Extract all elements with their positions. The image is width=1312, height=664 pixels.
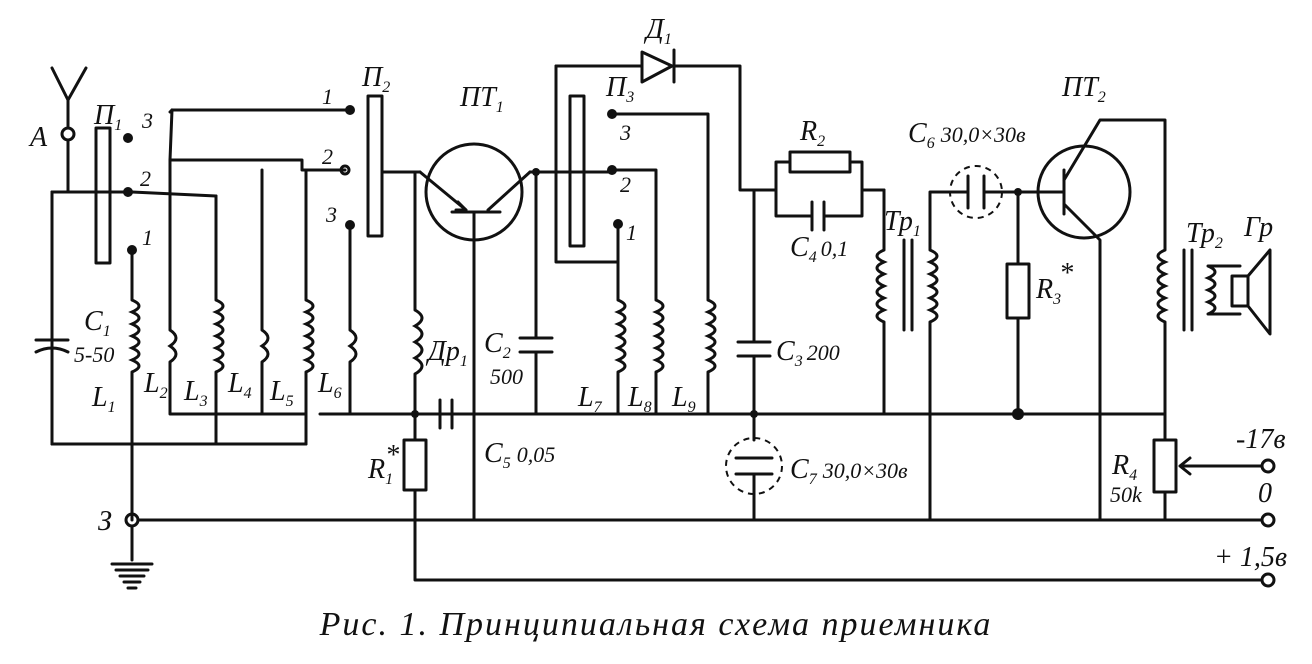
r4-label: R4 [1111, 450, 1137, 484]
pt2-label: ПТ2 [1061, 72, 1106, 106]
l1-label: L1 [91, 382, 116, 416]
capacitor-c3 [736, 188, 772, 442]
switch-p2 [168, 94, 384, 238]
antenna-label: A [28, 122, 48, 153]
capacitor-c4 [774, 188, 864, 232]
resistor-r1 [402, 438, 428, 522]
c1-label: C1 [84, 306, 111, 340]
p3-pos2: 2 [620, 172, 631, 197]
speaker-icon [1230, 248, 1272, 336]
capacitor-c6 [948, 165, 1042, 219]
p1-pos1: 1 [142, 225, 153, 250]
p1-label: П1 [93, 100, 122, 134]
junction-dot [411, 410, 419, 418]
c2-label: C2 [484, 328, 511, 362]
p3-pos1: 1 [626, 220, 637, 245]
transformer-tr1 [875, 188, 952, 522]
c2-value: 500 [490, 364, 523, 389]
tr2-label: Тр2 [1186, 218, 1223, 252]
l8-label: L8 [627, 382, 652, 416]
l5-label: L5 [269, 376, 294, 410]
p3-pos3: 3 [619, 120, 631, 145]
coil-l4 [259, 168, 270, 416]
junction-dot [532, 168, 540, 176]
ground-symbol [110, 518, 154, 590]
c1-value: 5-50 [74, 342, 114, 367]
l3-label: L3 [183, 376, 208, 410]
transistor-pt2 [1036, 118, 1167, 522]
r2-label: R2 [799, 116, 825, 150]
coil-l9 [704, 298, 717, 416]
p2-pos3: 3 [325, 202, 337, 227]
ground-rail [124, 512, 1276, 528]
capacitor-c5 [413, 398, 476, 430]
l4-label: L4 [227, 368, 252, 402]
coil-l6 [347, 223, 358, 416]
supply-zero-label: 0 [1258, 478, 1272, 509]
gr-label: Гр [1243, 212, 1273, 243]
r3-label: R3* [1035, 258, 1073, 308]
tr1-label: Тр1 [884, 206, 921, 240]
resistor-r4 [1152, 412, 1276, 522]
p2-label: П2 [361, 62, 390, 96]
supply-minus17-label: -17в [1236, 424, 1285, 455]
coil-l1 [128, 248, 141, 522]
r4-value: 50k [1110, 482, 1143, 507]
resistor-r3 [1005, 188, 1031, 420]
p1-pos3: 3 [141, 108, 153, 133]
capacitor-c1 [34, 190, 70, 446]
r1-label: R1* [367, 440, 399, 488]
capacitor-c2 [518, 170, 554, 416]
junction-dot [750, 410, 758, 418]
l7-label: L7 [577, 382, 603, 416]
figure-caption: Рис. 1. Принципиальная схема приемника [319, 606, 993, 643]
l6-label: L6 [317, 368, 342, 402]
diode-d1 [640, 48, 772, 192]
coil-l3 [212, 194, 225, 446]
ground-terminal-label: З [98, 506, 112, 537]
wire-p1-l3 [130, 190, 218, 198]
choke-dr1 [411, 170, 424, 442]
receiver-schematic: A З П1 3 2 1 П2 1 2 3 [28, 14, 1287, 590]
pt1-label: ПТ1 [459, 82, 504, 116]
dr1-label: Др1 [425, 336, 468, 370]
signal-ground-rail [50, 190, 1167, 446]
coil-l5 [302, 168, 315, 446]
coil-l8 [652, 298, 665, 416]
switch-p1 [66, 126, 137, 265]
transformer-tr2 [1156, 248, 1242, 416]
p2-pos1: 1 [322, 84, 333, 109]
p1-pos2: 2 [140, 166, 151, 191]
capacitor-c7 [725, 437, 783, 522]
p3-label: П3 [605, 72, 634, 106]
supply-plus15-label: + 1,5в [1214, 542, 1287, 573]
resistor-r2 [768, 150, 886, 192]
p2-pos2: 2 [322, 144, 333, 169]
l9-label: L9 [671, 382, 696, 416]
coil-l7 [614, 298, 627, 416]
l2-label: L2 [143, 368, 168, 402]
antenna-symbol [50, 66, 88, 194]
d1-label: Д1 [643, 14, 672, 48]
plus-rail [413, 518, 1276, 588]
